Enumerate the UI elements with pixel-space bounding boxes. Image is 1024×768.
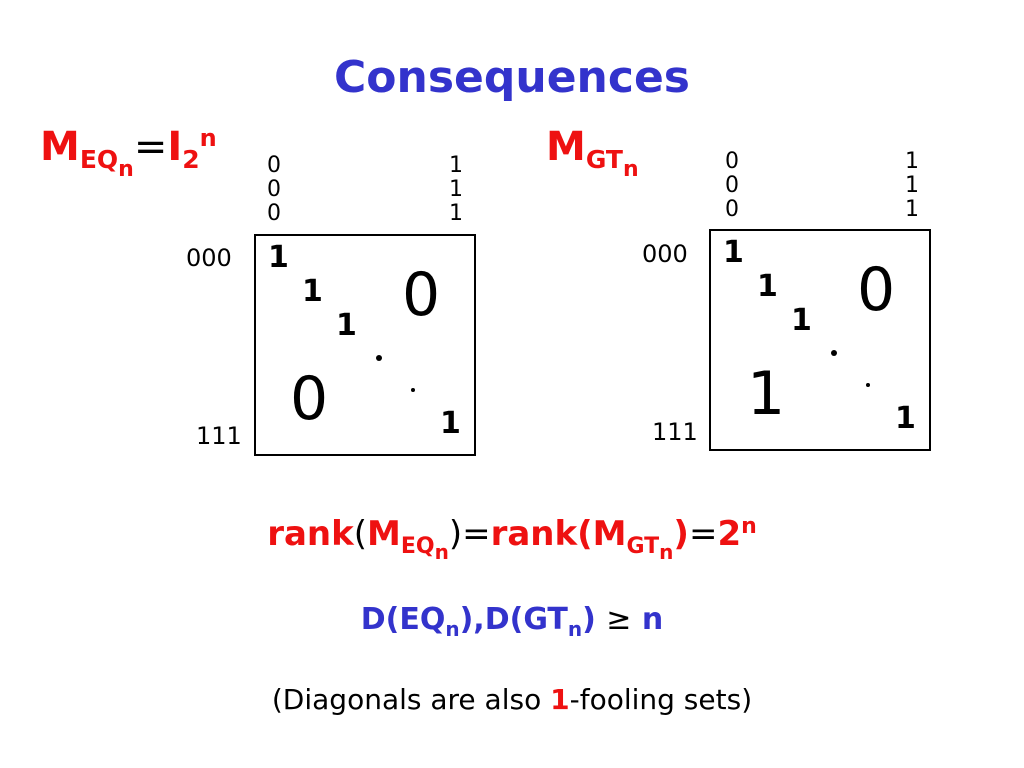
left-col-last-bits: 1 1 1 xyxy=(446,154,466,226)
left-dot-2 xyxy=(411,388,415,392)
rank-m1-subsub: n xyxy=(434,540,449,564)
dline-sub-2: n xyxy=(567,617,583,641)
dline-sub-1: n xyxy=(445,617,460,641)
rank-eq-1: = xyxy=(462,514,491,554)
right-diag-4: 1 xyxy=(895,401,916,436)
right-upper-zero: 0 xyxy=(857,255,896,325)
left-upper-zero: 0 xyxy=(402,260,441,330)
right-row-last-label: 111 xyxy=(652,418,698,446)
footnote: (Diagonals are also 1-fooling sets) xyxy=(0,683,1024,716)
bit: 1 xyxy=(449,153,463,178)
slide-title: Consequences xyxy=(334,52,690,103)
dline-rhs: n xyxy=(641,602,664,637)
left-label-rhs: I xyxy=(167,124,183,170)
bit: 0 xyxy=(725,149,739,174)
bit: 0 xyxy=(267,201,281,226)
rank-word-2: rank(M xyxy=(490,514,627,554)
rank-equation: rank(MEQn)=rank(MGTn)=2n xyxy=(0,514,1024,564)
rank-base: 2 xyxy=(717,514,742,554)
dline-part-2: ),D(GT xyxy=(459,602,568,637)
left-matrix: 1 1 1 1 0 0 xyxy=(254,234,476,456)
left-label-rhs-sup: n xyxy=(199,124,217,152)
left-label-subsub: n xyxy=(118,157,134,182)
rank-open-1: ( xyxy=(353,514,367,554)
left-row-first-label: 000 xyxy=(186,244,232,272)
dline-part-1: D(EQ xyxy=(360,602,446,637)
right-label-sub: GT xyxy=(585,145,623,174)
left-col-first-bits: 0 0 0 xyxy=(264,154,284,226)
right-label-main: M xyxy=(546,124,586,170)
left-diag-1: 1 xyxy=(268,240,289,275)
left-dot-1 xyxy=(376,355,382,361)
left-label-sub: EQ xyxy=(79,145,119,174)
left-label-rhs-sub: 2 xyxy=(182,145,200,174)
right-row-first-label: 000 xyxy=(642,240,688,268)
bit: 0 xyxy=(725,197,739,222)
note-after: -fooling sets) xyxy=(569,683,753,716)
rank-m2-sub: GT xyxy=(626,534,660,559)
right-matrix: 1 1 1 1 0 1 xyxy=(709,229,931,451)
right-dot-1 xyxy=(831,350,837,356)
right-matrix-label: MGTn xyxy=(546,124,639,182)
dline-part-3: ) xyxy=(582,602,596,637)
bit: 1 xyxy=(449,177,463,202)
bit: 1 xyxy=(449,201,463,226)
right-label-subsub: n xyxy=(622,157,639,182)
rank-close-2: ) xyxy=(673,514,689,554)
left-label-eq: = xyxy=(133,124,168,170)
right-diag-1: 1 xyxy=(723,235,744,270)
rank-m1-sub: EQ xyxy=(400,534,435,559)
left-diag-3: 1 xyxy=(336,308,357,343)
rank-word-1: rank xyxy=(267,514,354,554)
left-diag-4: 1 xyxy=(440,406,461,441)
left-matrix-label: MEQn=I2n xyxy=(40,124,217,182)
left-lower-zero: 0 xyxy=(290,364,329,434)
rank-exp: n xyxy=(741,514,757,539)
rank-eq-2: = xyxy=(688,514,718,554)
rank-m2-subsub: n xyxy=(659,540,674,564)
left-row-last-label: 111 xyxy=(196,422,242,450)
dline-ge: ≥ xyxy=(606,602,632,637)
bit: 0 xyxy=(725,173,739,198)
note-before: (Diagonals are also xyxy=(271,683,551,716)
left-label-main: M xyxy=(40,124,80,170)
rank-close-1: ) xyxy=(448,514,463,554)
right-diag-3: 1 xyxy=(791,303,812,338)
right-diag-2: 1 xyxy=(757,269,778,304)
bit: 0 xyxy=(267,153,281,178)
complexity-bound: D(EQn),D(GTn) ≥ n xyxy=(0,602,1024,641)
rank-m1: M xyxy=(366,514,401,554)
right-lower-one: 1 xyxy=(747,359,786,429)
note-one: 1 xyxy=(550,683,570,716)
right-col-last-bits: 1 1 1 xyxy=(902,150,922,222)
right-col-first-bits: 0 0 0 xyxy=(722,150,742,222)
bit: 1 xyxy=(905,173,919,198)
bit: 1 xyxy=(905,149,919,174)
bit: 1 xyxy=(905,197,919,222)
right-dot-2 xyxy=(866,383,870,387)
left-diag-2: 1 xyxy=(302,274,323,309)
bit: 0 xyxy=(267,177,281,202)
